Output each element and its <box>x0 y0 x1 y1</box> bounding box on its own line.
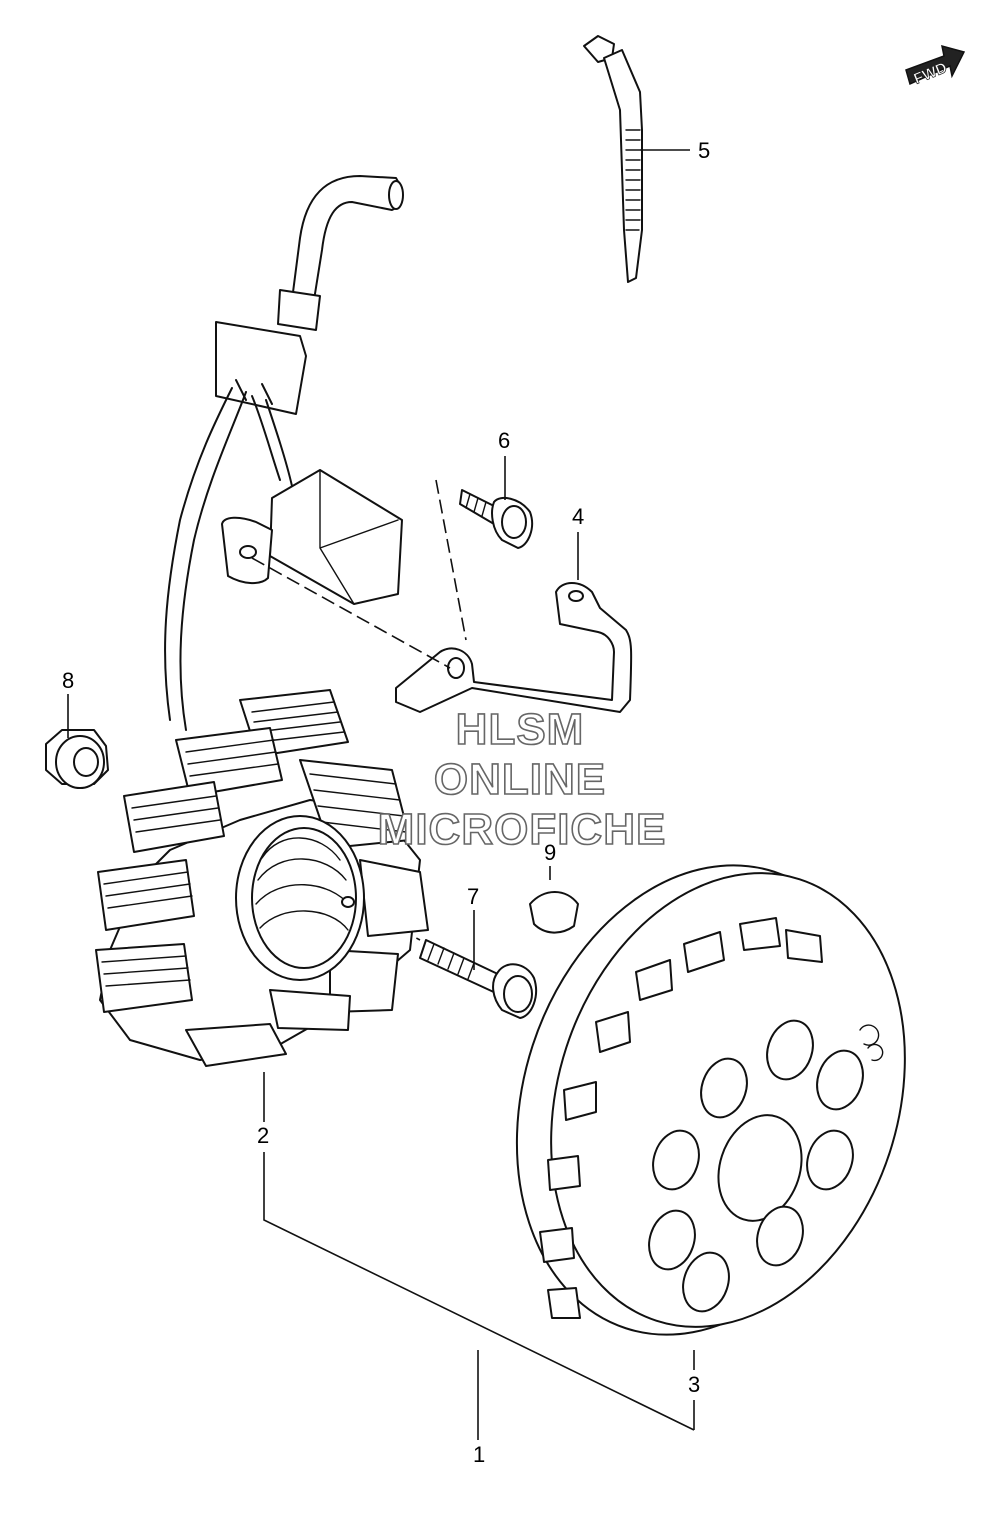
callout-5: 5 <box>698 138 710 163</box>
stator <box>95 689 429 1067</box>
watermark-line-2: ONLINE <box>434 755 606 804</box>
callout-2: 2 <box>257 1123 269 1148</box>
woodruff-key <box>529 891 579 934</box>
fwd-label: FWD <box>911 59 949 88</box>
cable-tie <box>583 35 643 283</box>
wire-harness <box>164 175 404 731</box>
leader-lines <box>67 149 695 1440</box>
callout-7: 7 <box>467 884 479 909</box>
screw <box>459 489 534 549</box>
callout-8: 8 <box>62 668 74 693</box>
bracket <box>395 582 633 713</box>
nut <box>45 729 109 789</box>
assembly-line-bracket <box>251 557 451 669</box>
watermark: HLSM ONLINE MICROFICHE <box>377 704 667 855</box>
callout-6: 6 <box>498 428 510 453</box>
assembly-line-screw <box>435 479 467 641</box>
watermark-line-1: HLSM <box>456 705 585 754</box>
fwd-arrow-icon: FWD <box>905 44 966 88</box>
callout-9: 9 <box>544 840 556 865</box>
callout-1: 1 <box>473 1442 485 1467</box>
bolt <box>419 939 538 1019</box>
rotor <box>515 864 906 1336</box>
watermark-line-3: MICROFICHE <box>378 805 667 854</box>
callout-4: 4 <box>572 504 584 529</box>
callout-3: 3 <box>688 1372 700 1397</box>
